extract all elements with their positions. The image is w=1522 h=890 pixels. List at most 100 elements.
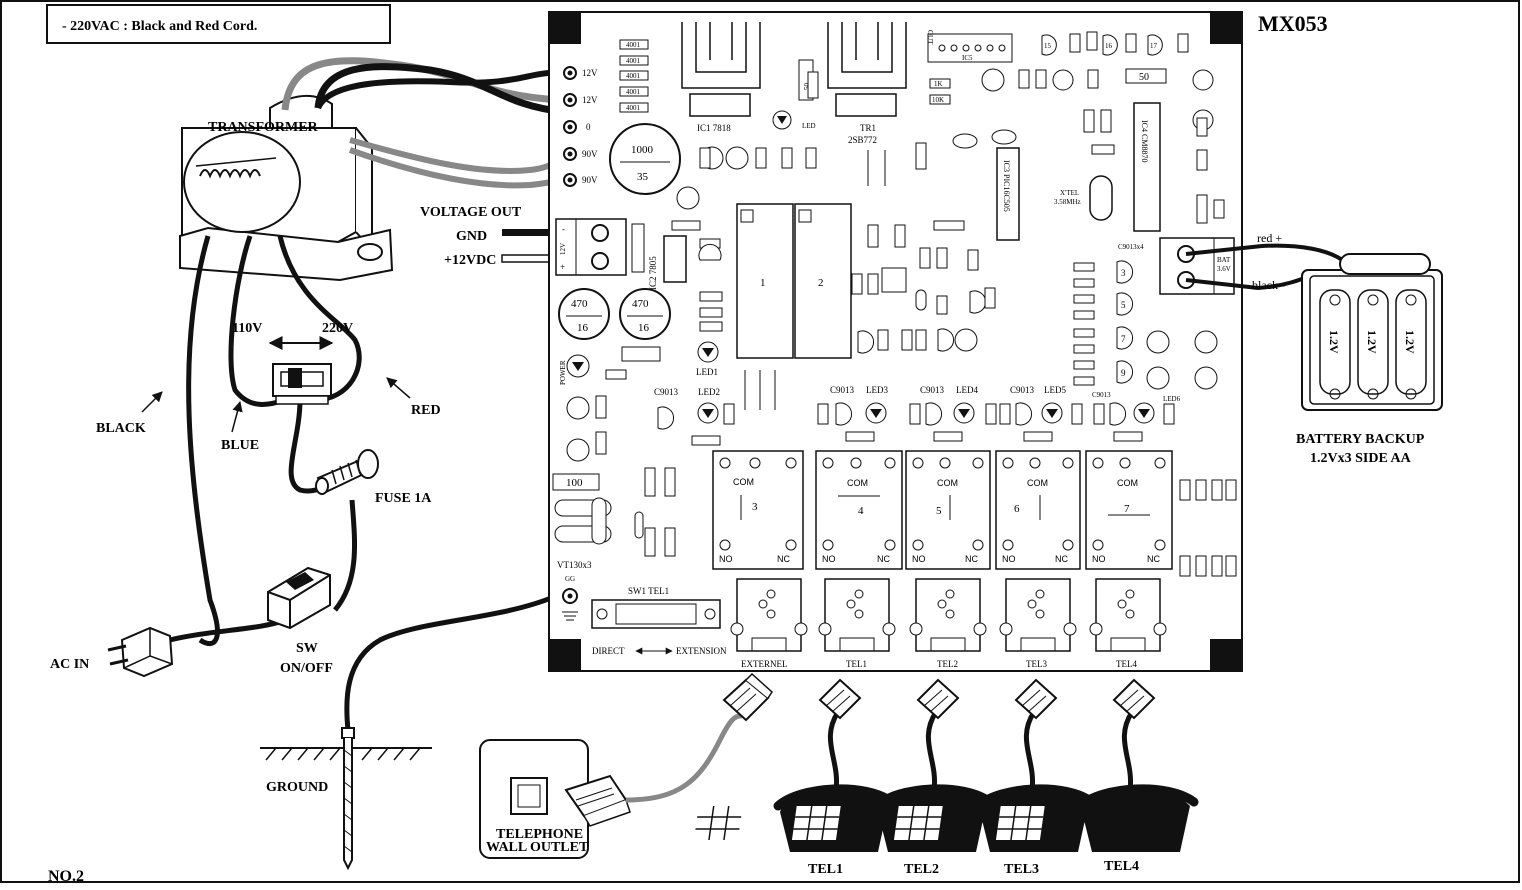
- svg-text:IC3 PIC16C505: IC3 PIC16C505: [1002, 160, 1011, 212]
- label-black: BLACK: [96, 421, 146, 436]
- model-number: MX053: [1258, 11, 1328, 36]
- svg-text:NC: NC: [965, 554, 978, 564]
- svg-text:4001: 4001: [626, 72, 641, 80]
- svg-text:1.2V: 1.2V: [1327, 330, 1341, 354]
- black-wire-1: [314, 63, 576, 127]
- ic1-heatsink: IC1 7818: [681, 22, 761, 133]
- svg-text:TELEPHONE: TELEPHONE: [496, 827, 583, 842]
- led-indicator: LED: [772, 110, 816, 130]
- svg-text:2SB772: 2SB772: [848, 135, 877, 145]
- switch-to-plug-wire: [169, 617, 286, 643]
- card3-led: LED2: [698, 387, 720, 397]
- label-direct: DIRECT: [592, 646, 625, 656]
- led1: LED1: [696, 341, 719, 377]
- svg-text:4001: 4001: [626, 88, 641, 96]
- cap-10uf: [676, 186, 700, 210]
- jack-tel4[interactable]: TEL4: [1089, 578, 1167, 669]
- svg-text:COM: COM: [733, 477, 754, 487]
- resistor-68k: [1091, 144, 1115, 155]
- power-switch[interactable]: [267, 566, 331, 630]
- jack-tel1[interactable]: TEL1: [818, 578, 896, 669]
- diode-array: 4001 4001 4001 4001 4001: [619, 39, 649, 113]
- card7-tr: C9013: [1092, 391, 1111, 399]
- grey-wire-2: [349, 137, 574, 174]
- resistor-50b: [1125, 68, 1167, 84]
- phone-label-tel4: TEL4: [1104, 859, 1139, 874]
- svg-text:NO: NO: [912, 554, 926, 564]
- svg-text:16: 16: [638, 322, 650, 334]
- phone-tel2: [791, 678, 995, 852]
- ic3-chip: IC3 PIC16C505: [996, 147, 1020, 241]
- svg-text:IC5: IC5: [962, 54, 973, 62]
- cap-01c: [1196, 117, 1208, 137]
- jack-tel2[interactable]: TEL2: [909, 578, 987, 669]
- label-c9013x4: C9013x4: [1118, 243, 1144, 251]
- crystal: X'TEL 3.58MHz: [1054, 175, 1113, 221]
- phone-tel1: [693, 678, 897, 852]
- svg-text:NC: NC: [777, 554, 790, 564]
- svg-text:NC: NC: [1055, 554, 1068, 564]
- jack-externel[interactable]: EXTERNEL: [730, 578, 808, 669]
- wall-plug: [564, 774, 631, 827]
- svg-text:17: 17: [1150, 42, 1158, 50]
- terminal-90v-a: 90V: [563, 147, 598, 161]
- jack-tel3[interactable]: TEL3: [999, 578, 1077, 669]
- phone-label-tel3: TEL3: [1004, 862, 1039, 877]
- svg-text:TRANSFORMER: TRANSFORMER: [208, 120, 319, 135]
- diode-4001-h: [671, 220, 701, 231]
- middle-components: [699, 71, 996, 354]
- label-12vdc: +12VDC: [444, 253, 496, 268]
- terminal-90v-b: 90V: [563, 173, 598, 187]
- terminal-12v-b: 12V: [563, 93, 598, 107]
- label-red-plus: red +: [1257, 231, 1282, 245]
- voltage-selector-switch[interactable]: [272, 363, 332, 405]
- label-220v: 220V: [322, 321, 353, 336]
- svg-text:4001: 4001: [626, 41, 641, 49]
- resistor-1k: [929, 78, 951, 89]
- svg-text:WALL OUTLET: WALL OUTLET: [486, 840, 589, 855]
- diode-4001: [1196, 194, 1208, 224]
- label-extension: EXTENSION: [676, 646, 727, 656]
- svg-text:EXTERNEL: EXTERNEL: [741, 659, 788, 669]
- ground-rod: [260, 727, 432, 871]
- tr1-heatsink: TR1 2SB772: [827, 22, 907, 145]
- sw1-switch[interactable]: SW1 TEL1: [591, 586, 721, 629]
- svg-text:+: +: [560, 262, 565, 272]
- terminal-0: 0: [563, 120, 591, 134]
- resistor-300k: [1196, 149, 1208, 171]
- svg-text:LED1: LED1: [696, 367, 718, 377]
- svg-text:-: -: [562, 224, 565, 234]
- svg-text:12V: 12V: [582, 68, 598, 78]
- transistor-12: [698, 243, 722, 261]
- resistor-1k-c: [699, 307, 723, 318]
- phone-label-tel1: TEL1: [808, 862, 843, 877]
- svg-text:TR1: TR1: [860, 123, 876, 133]
- svg-text:TEL1: TEL1: [846, 659, 867, 669]
- capacitor-1000uf: 1000 35: [609, 123, 681, 195]
- black-primary: [186, 235, 220, 647]
- svg-text:16: 16: [577, 322, 589, 334]
- svg-text:3: 3: [1121, 268, 1126, 278]
- svg-text:3: 3: [752, 501, 758, 513]
- right-transistor-column: 3 5 7 9: [1073, 260, 1218, 390]
- label-ground: GROUND: [266, 780, 328, 795]
- relay-2: 2: [794, 203, 852, 359]
- ac-plug: [107, 626, 174, 678]
- label-gnd: GND: [456, 229, 487, 244]
- relay-1: 1: [736, 203, 794, 359]
- svg-text:COM: COM: [937, 478, 958, 488]
- relay-box-6: COM 6 NO NC: [995, 450, 1081, 570]
- svg-text:50: 50: [1139, 72, 1149, 83]
- svg-text:NO: NO: [1002, 554, 1016, 564]
- label-black-minus: black -: [1252, 278, 1285, 292]
- svg-text:12V: 12V: [559, 243, 567, 255]
- label-blue: BLUE: [221, 438, 259, 453]
- svg-text:NO: NO: [1092, 554, 1106, 564]
- svg-text:9: 9: [1121, 368, 1126, 378]
- ic2-regulator: IC2 7805: [648, 235, 687, 290]
- svg-text:2: 2: [818, 277, 824, 289]
- cap-01b: [991, 129, 1017, 145]
- diode-1n4148: [1100, 109, 1112, 133]
